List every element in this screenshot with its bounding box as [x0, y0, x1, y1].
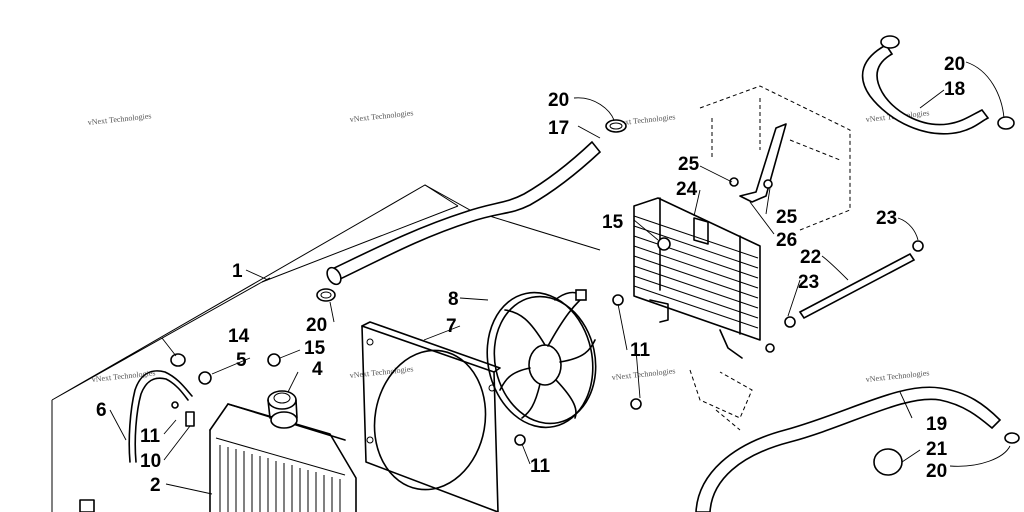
callout-1: 1: [232, 261, 243, 282]
hose-bottom-right: [695, 386, 1020, 512]
watermark-1: vNext Technologies: [87, 111, 152, 127]
callout-23-lower: 23: [798, 272, 819, 293]
hose-top-right: [861, 35, 1015, 135]
callouts: 1 2 4 5 6 7 8 10 11 11 11 14 15 15 17 18…: [96, 54, 965, 496]
watermark-5: vNext Technologies: [91, 368, 156, 384]
overflow-tube: [128, 370, 193, 463]
radiator: [79, 403, 357, 512]
callout-24: 24: [676, 179, 698, 200]
watermark-6: vNext Technologies: [349, 364, 414, 380]
callout-11-right: 11: [630, 340, 651, 361]
watermark-8: vNext Technologies: [865, 368, 930, 384]
callout-25-left: 25: [678, 154, 700, 175]
callout-4: 4: [312, 359, 323, 380]
callout-19: 19: [926, 414, 947, 435]
radiator-cap: [267, 390, 298, 429]
hose-clamp-lower: [316, 288, 336, 302]
callout-14: 14: [228, 326, 250, 347]
callout-26: 26: [776, 230, 797, 251]
callout-2: 2: [150, 475, 161, 496]
callout-5: 5: [236, 350, 247, 371]
frame-outline: [51, 184, 601, 512]
watermark-7: vNext Technologies: [611, 366, 676, 382]
callout-7: 7: [446, 316, 457, 337]
callout-6: 6: [96, 400, 107, 421]
callout-23-upper: 23: [876, 208, 897, 229]
upper-hose: [326, 140, 602, 286]
callout-25-right: 25: [776, 207, 798, 228]
fan-shroud: [361, 321, 501, 512]
callout-20-bottom-right: 20: [926, 461, 947, 482]
callout-15-right: 15: [602, 212, 624, 233]
hose-clamp-upper: [605, 119, 627, 133]
spring-clamp: [873, 448, 903, 476]
oil-cooler: [633, 197, 761, 359]
callout-20-top-right: 20: [944, 54, 965, 75]
callout-20-top-middle: 20: [548, 90, 569, 111]
callout-22: 22: [800, 247, 821, 268]
callout-10: 10: [140, 451, 161, 472]
mounting-bracket: [739, 123, 787, 203]
cooler-tube: [784, 240, 924, 328]
screws: [514, 177, 775, 446]
callout-17: 17: [548, 118, 569, 139]
callout-20-lower-left: 20: [306, 315, 327, 336]
callout-11-bottom: 11: [530, 456, 551, 477]
callout-15-left: 15: [304, 338, 326, 359]
leader-lines: [109, 61, 1011, 495]
callout-21: 21: [926, 439, 948, 460]
engine-bracket-phantom: [689, 85, 851, 431]
callout-18: 18: [944, 79, 965, 100]
cooling-fan: [486, 289, 597, 429]
callout-11-left: 11: [140, 426, 161, 447]
callout-8: 8: [448, 289, 459, 310]
watermark-2: vNext Technologies: [349, 108, 414, 124]
